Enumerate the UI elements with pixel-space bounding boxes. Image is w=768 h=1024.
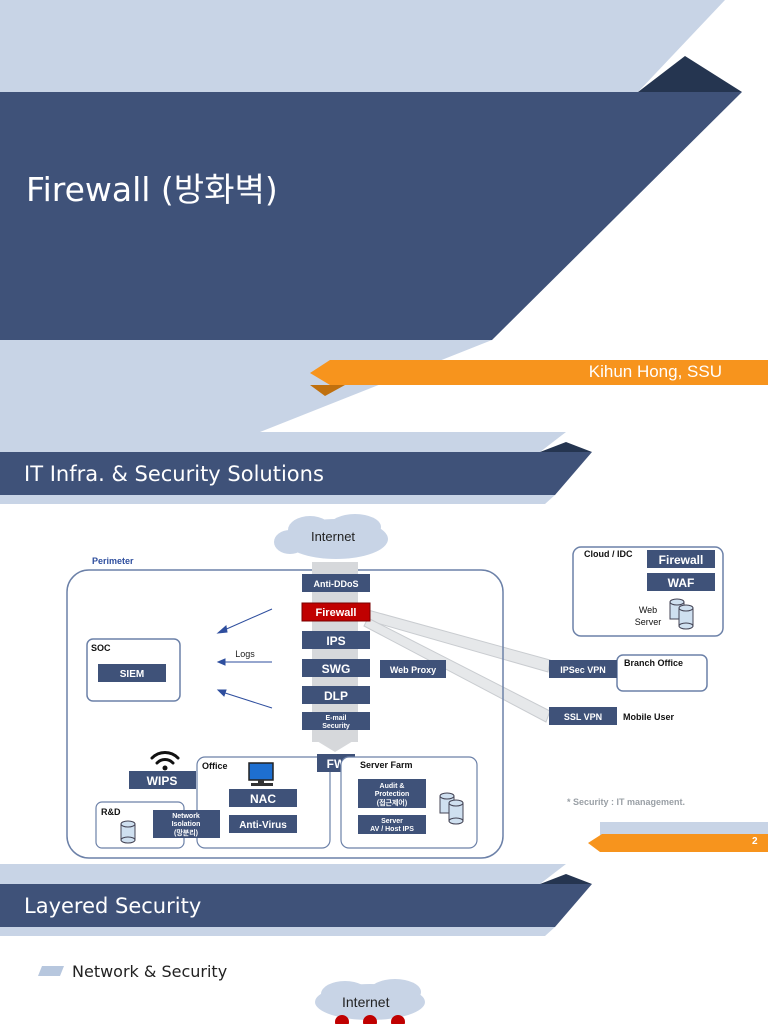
perimeter-label: Perimeter [92,556,134,566]
svg-text:Network: Network [172,813,200,820]
siem-box [98,664,166,682]
branch-office-label: Branch Office [624,658,683,668]
dlp-label: DLP [324,689,348,703]
bullet-text: Network & Security [72,962,228,981]
email-security-label-2: Security [322,723,350,730]
computer-icon [248,762,274,786]
svg-text:Audit &: Audit & [380,783,405,790]
network-isolation-box [153,810,220,838]
internet-label: Internet [311,529,355,544]
svg-text:Server: Server [381,818,403,825]
rnd-label: R&D [101,807,121,817]
antivirus-box [229,815,297,833]
ipsec-vpn-label: IPSec VPN [560,665,606,675]
wips-label: WIPS [147,774,178,788]
ips-label: IPS [326,634,345,648]
layered-security-slide: Layered Security Network & Security Inte… [0,864,768,1024]
antivirus-label: Anti-Virus [239,820,287,831]
log-arrows [216,608,273,709]
svg-text:Isolation: Isolation [172,821,201,828]
cloud-idc-label: Cloud / IDC [584,549,633,559]
layered-slide-header-bg [0,864,592,1024]
svg-text:Web: Web [639,605,657,615]
firewall-label: Firewall [316,607,357,619]
svg-text:AV / Host IPS: AV / Host IPS [370,826,414,833]
cloud-firewall-label: Firewall [659,553,704,567]
security-diagram: Internet Perimeter Anti-DDoS Firewall IP… [66,514,724,859]
slide-title: Firewall (방화벽) [26,170,278,209]
web-proxy-box [380,660,446,678]
email-security-label-1: E-mail [325,715,346,722]
infra-slide-header-bg [0,432,768,852]
wifi-icon [150,751,180,771]
server-farm-label: Server Farm [360,760,413,770]
audit-box [358,779,426,808]
svg-text:Server: Server [635,617,662,627]
logs-label: Logs [235,649,255,659]
page-number: 2 [752,836,758,847]
ips-box [302,631,370,649]
waf-label: WAF [668,576,695,590]
office-label: Office [202,761,228,771]
bullet-icon [38,966,64,976]
section-title: IT Infra. & Security Solutions [24,462,324,486]
nac-box [229,789,297,807]
database-icon [120,820,136,844]
web-proxy-label: Web Proxy [390,665,436,675]
ipsec-vpn-box [549,660,617,678]
infra-slide: IT Infra. & Security Solutions 2 * Secur… [0,432,768,864]
waf-box [647,573,715,591]
author-label: Kihun Hong, SSU [588,362,722,381]
internet-cloud-icon [315,979,425,1020]
mobile-user-label: Mobile User [623,712,675,722]
siem-label: SIEM [120,669,144,680]
firewall-burst-icons [335,1015,405,1024]
svg-text:(망분리): (망분리) [174,828,198,837]
anti-ddos-label: Anti-DDoS [314,579,359,589]
cloud-firewall-box [647,550,715,568]
perimeter-box [66,569,504,859]
internet-label: Internet [342,994,390,1010]
soc-label: SOC [91,643,111,653]
web-server-database-icon [669,598,694,630]
svg-text:(접근제어): (접근제어) [377,798,407,807]
server-database-icon [439,792,464,825]
ssl-vpn-label: SSL VPN [564,712,602,722]
swg-box [302,659,370,677]
wips-box [129,771,196,789]
nac-label: NAC [250,792,276,806]
server-ips-box [358,815,426,834]
section-title: Layered Security [24,894,202,918]
email-security-box [302,712,370,730]
footnote: * Security : IT management. [567,797,686,807]
dlp-box [302,686,370,704]
swg-label: SWG [322,662,351,676]
anti-ddos-box [302,574,370,592]
internet-cloud-icon [274,514,388,559]
title-slide: Firewall (방화벽) Kihun Hong, SSU [0,0,768,432]
title-slide-background [0,0,768,432]
ssl-vpn-box [549,707,617,725]
svg-text:Protection: Protection [375,791,410,798]
firewall-box [301,602,371,622]
